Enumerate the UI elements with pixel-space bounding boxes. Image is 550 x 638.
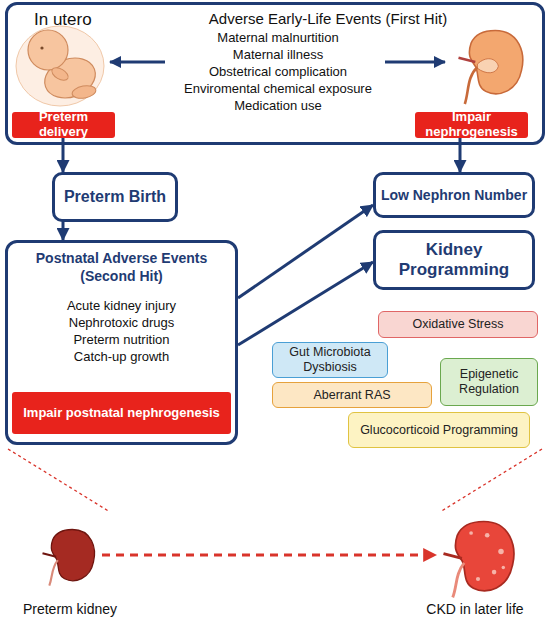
heading-text: Adverse Early-Life Events (First Hit)	[148, 10, 508, 29]
kidney-shape	[469, 31, 522, 94]
process-box: Preterm Birth	[52, 172, 178, 222]
fetus-eye	[40, 46, 43, 49]
womb-shape	[16, 26, 104, 106]
flow-arrow	[62, 138, 65, 172]
list-item: Maternal illness	[128, 47, 428, 63]
node-label: Kidney Programming	[378, 240, 530, 281]
outcome-box: Preterm delivery	[12, 112, 115, 138]
mechanism-box: Epigenetic Regulation	[440, 358, 538, 406]
mechanism-box: Gut Microbiota Dysbiosis	[272, 342, 388, 378]
list-item: Preterm nutrition	[12, 332, 231, 348]
node-label: Epigenetic Regulation	[443, 367, 535, 397]
list-item: Maternal malnurtition	[128, 30, 428, 46]
node-label: Impair postnatal nephrogenesis	[23, 406, 220, 421]
dotted-guide	[440, 449, 542, 512]
outcome-box: Impair nephrogenesis	[415, 112, 528, 138]
caption-label: Preterm kidney	[5, 601, 135, 617]
node-label: Gut Microbiota Dysbiosis	[275, 345, 385, 375]
list-item: Acute kidney injury	[12, 298, 231, 314]
renal-vessel	[444, 554, 462, 559]
node-label: Impair nephrogenesis	[417, 110, 526, 140]
renal-vessel	[459, 58, 476, 62]
kidney-pelvis	[477, 59, 498, 73]
flow-arrow	[238, 205, 373, 298]
list-item: Medication use	[128, 98, 428, 114]
kidney-shape	[455, 522, 513, 591]
heading-text: Postnatal Adverse Events (Second Hit)	[12, 250, 231, 285]
caption-label: CKD in later life	[400, 601, 550, 617]
lesion-dot	[485, 533, 490, 538]
ureter	[465, 67, 478, 104]
flow-arrow	[62, 222, 65, 240]
list-item: Nephrotoxic drugs	[12, 315, 231, 331]
node-label: Preterm delivery	[14, 110, 113, 140]
node-label: Oxidative Stress	[412, 317, 503, 332]
node-label: Low Nephron Number	[381, 187, 527, 204]
mechanism-box: Oxidative Stress	[378, 311, 538, 338]
lesion-dot	[476, 577, 480, 581]
preterm-kidney-illustration	[43, 530, 95, 586]
fetus-illustration	[16, 26, 104, 106]
node-label: Preterm Birth	[64, 187, 166, 206]
fetus-head	[28, 30, 68, 70]
flow-arrow	[459, 138, 462, 172]
lesion-dot	[502, 566, 505, 569]
lesion-dot	[492, 570, 497, 575]
process-box: Kidney Programming	[373, 230, 535, 290]
flow-arrow	[238, 262, 373, 345]
dotted-guide	[8, 449, 110, 512]
pointer-arrow	[110, 61, 165, 64]
lesion-dot	[498, 549, 504, 555]
stage-frame: Postnatal Adverse Events (Second Hit) Acu…	[5, 240, 238, 445]
kidney-illustration	[459, 31, 523, 105]
fetus-leg	[71, 84, 97, 100]
process-box: Low Nephron Number	[373, 172, 535, 218]
kidney-shape	[51, 530, 94, 581]
ckd-kidney-illustration	[444, 522, 514, 598]
pointer-arrow	[385, 61, 445, 64]
lesion-dot	[469, 531, 473, 535]
mechanism-box: Aberrant RAS	[272, 382, 432, 408]
outcome-box: Impair postnatal nephrogenesis	[12, 392, 231, 434]
stage-frame: In utero Adverse Early-Life Events (First…	[5, 2, 545, 145]
list-item: Obstetrical complication	[128, 64, 428, 80]
mechanism-box: Glucocorticoid Programming	[348, 412, 530, 448]
renal-vessel	[43, 553, 57, 556]
ureter	[453, 563, 465, 598]
node-label: Aberrant RAS	[313, 388, 390, 403]
list-item: Enviromental chemical exposure	[128, 81, 428, 97]
list-item: Catch-up growth	[12, 349, 231, 365]
node-label: Glucocorticoid Programming	[360, 423, 518, 438]
fetus-arm	[50, 65, 71, 83]
ureter	[49, 560, 58, 586]
progression-arrow	[102, 554, 436, 557]
heading-text: In utero	[34, 9, 134, 30]
